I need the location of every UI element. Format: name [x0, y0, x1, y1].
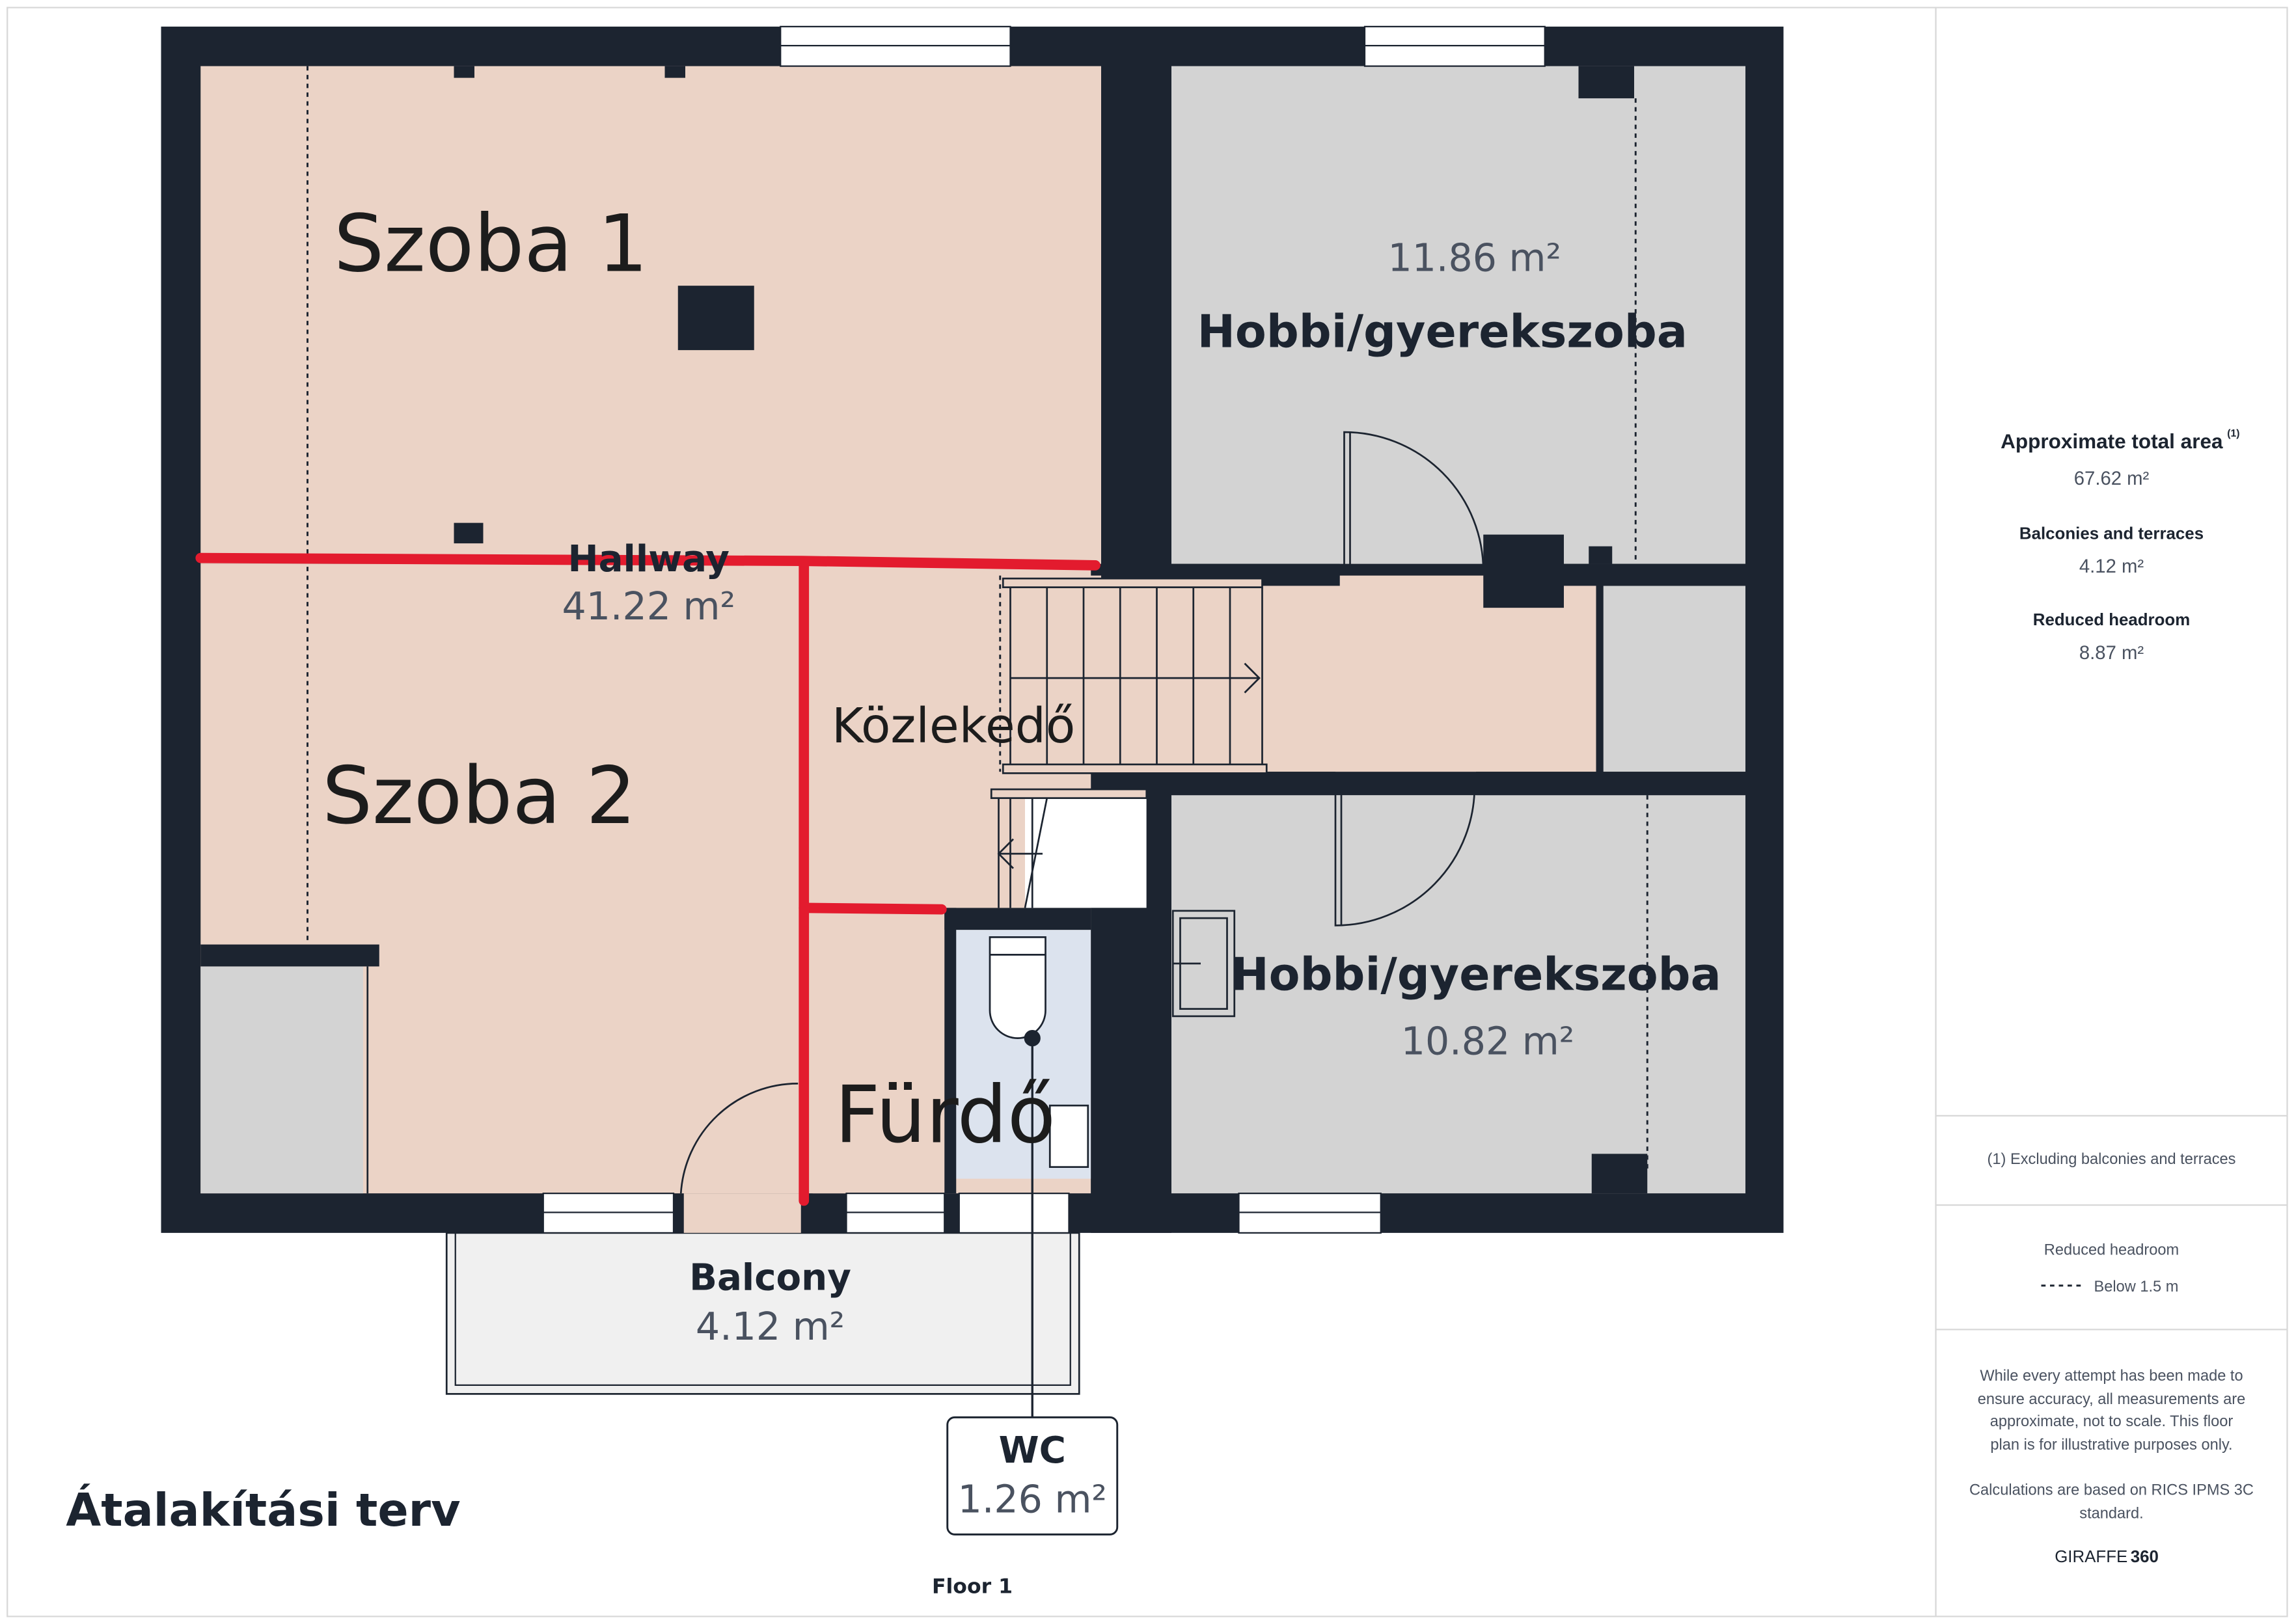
interior-walls: [200, 66, 1745, 1233]
disclaimer-line: ensure accuracy, all measurements are: [1978, 1391, 2246, 1408]
room-label-szoba1: Szoba 1: [334, 198, 648, 290]
legend-item: Below 1.5 m: [2094, 1279, 2179, 1295]
doors: [679, 431, 1484, 1194]
footnote: (1) Excluding balconies and terraces: [1988, 1151, 2236, 1168]
rooms: [200, 66, 1745, 1194]
storage-right: [1603, 586, 1745, 772]
room-label-hobbi-bottom: Hobbi/gyerekszoba: [1231, 948, 1721, 1001]
reduced-headroom-label: Reduced headroom: [2033, 611, 2190, 629]
brand-logo-number: 360: [2131, 1548, 2159, 1566]
room-area-hallway: 41.22 m²: [562, 584, 735, 629]
room-label-szoba2: Szoba 2: [322, 750, 636, 842]
room-label-furdo: Fürdő: [835, 1068, 1056, 1161]
balcony: [445, 1232, 1080, 1395]
calculation-line: Calculations are based on RICS IPMS 3C: [1969, 1482, 2254, 1499]
info-panel: Approximate total area (1) 67.62 m² Balc…: [1969, 428, 2254, 1566]
room-label-balcony: Balcony: [689, 1257, 851, 1299]
disclaimer-line: plan is for illustrative purposes only.: [1990, 1437, 2232, 1454]
renovation-markup-lines: [195, 552, 1100, 1206]
calculation-line: standard.: [2079, 1506, 2143, 1522]
room-label-hobbi-top: Hobbi/gyerekszoba: [1197, 306, 1688, 359]
wc-callout: [946, 1416, 1119, 1536]
bathroom-fixtures: [989, 910, 1236, 1418]
reduced-headroom-value: 8.87 m²: [2079, 643, 2144, 664]
disclaimer-line: While every attempt has been made to: [1980, 1368, 2243, 1385]
closet-left: [200, 966, 363, 1194]
total-area-footnote-ref: (1): [2227, 428, 2239, 439]
reduced-headroom-lines: [307, 66, 1648, 1172]
legend-title: Reduced headroom: [2044, 1242, 2179, 1259]
room-hobbi-bottom: [1171, 795, 1745, 1194]
room-hobbi-top: [1171, 66, 1745, 564]
room-area-hobbi-top: 11.86 m²: [1387, 236, 1561, 280]
room-area-wc: 1.26 m²: [958, 1478, 1107, 1522]
total-area-value: 67.62 m²: [2074, 468, 2150, 489]
room-szoba1: [200, 66, 1101, 564]
windows: [542, 25, 1546, 1234]
room-label-wc: WC: [999, 1429, 1066, 1472]
disclaimer-line: approximate, not to scale. This floor: [1990, 1413, 2234, 1430]
balconies-value: 4.12 m²: [2079, 556, 2144, 577]
plan-title: Átalakítási terv: [66, 1483, 460, 1537]
total-area-label: Approximate total area: [2001, 429, 2223, 453]
room-area-balcony: 4.12 m²: [696, 1305, 845, 1349]
room-label-kozlekedo: Közlekedő: [832, 697, 1075, 754]
room-label-hallway: Hallway: [568, 538, 730, 580]
room-area-hobbi-bottom: 10.82 m²: [1401, 1019, 1575, 1063]
room-hall-east: [1003, 575, 1596, 772]
staircase: [366, 577, 1602, 1194]
floor-label: Floor 1: [932, 1575, 1013, 1598]
balconies-label: Balconies and terraces: [2019, 524, 2204, 543]
stair-void: [1025, 798, 1147, 908]
brand-logo: GIRAFFE: [2055, 1548, 2127, 1566]
